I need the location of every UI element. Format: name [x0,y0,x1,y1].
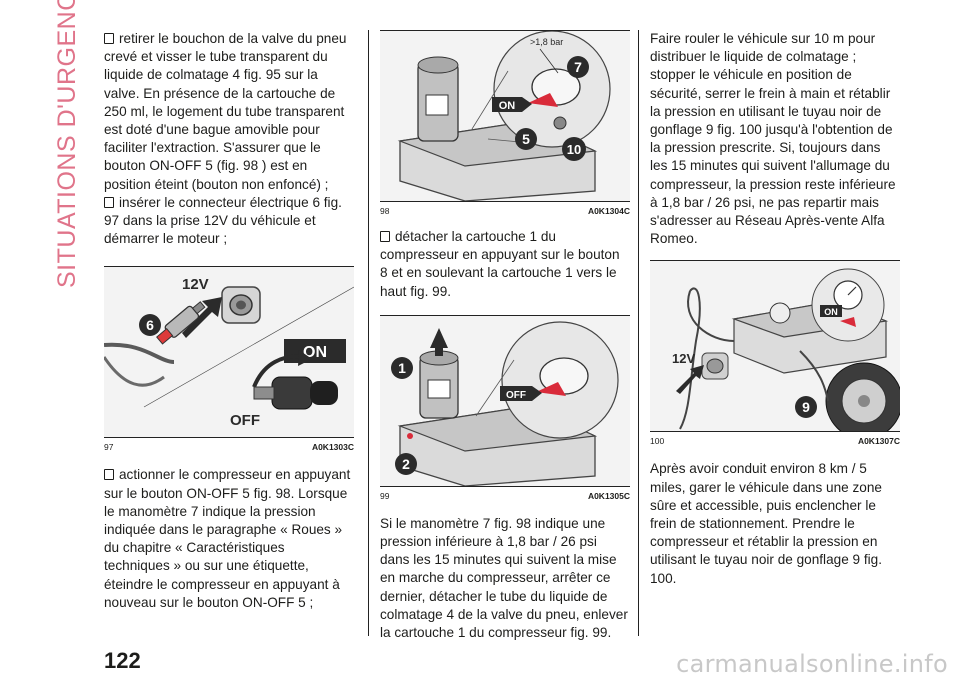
fig97-callout-6: 6 [146,317,154,333]
figure-98-caption: 98 A0K1304C [380,206,630,216]
fig98-callout-10: 10 [567,142,581,157]
fig99-callout-1: 1 [398,360,406,376]
paragraph-text: Après avoir conduit environ 8 km / 5 mil… [650,461,883,586]
column-3: Faire rouler le véhicule sur 10 m pour d… [650,30,900,588]
figure-code: A0K1307C [857,436,900,447]
figure-100-caption: 100 A0K1307C [650,436,900,446]
checkbox-bullet-icon [104,469,114,481]
fig100-voltage-label: 12V [672,351,695,366]
fig99-callout-2: 2 [402,456,410,472]
figure-number: 98 [380,206,390,216]
figure-number: 100 [650,436,665,447]
paragraph: détacher la cartouche 1 du compresseur e… [380,228,630,301]
figure-100-image: ON 12V 9 [650,260,900,433]
fig98-pressure-label: >1,8 bar [530,37,563,47]
checkbox-bullet-icon [380,231,390,242]
fig98-callout-5: 5 [522,131,530,147]
figure-code: A0K1304C [587,206,630,216]
figure-code: A0K1303C [311,442,354,453]
fig100-on-label: ON [824,307,838,317]
paragraph-text: actionner le compresseur en appuyant sur… [104,467,351,610]
paragraph-text: Si le manomètre 7 fig. 98 indique une pr… [380,515,628,641]
figure-99-caption: 99 A0K1305C [380,491,630,501]
column-2: >1,8 bar ON 7 5 10 98 A0K1304C détacher … [380,30,630,642]
checkbox-bullet-icon [104,196,114,208]
figure-98-image: >1,8 bar ON 7 5 10 [380,30,630,202]
paragraph: Faire rouler le véhicule sur 10 m pour d… [650,30,900,248]
paragraph-text: détacher la cartouche 1 du compresseur e… [380,229,620,299]
paragraph: Après avoir conduit environ 8 km / 5 mil… [650,460,900,587]
checkbox-bullet-icon [104,33,114,44]
column-divider-1 [368,30,369,636]
fig100-callout-9: 9 [802,399,810,415]
figure-code: A0K1305C [587,490,630,501]
fig97-on-label: ON [303,344,327,361]
page-number: 122 [104,648,141,673]
fig98-callout-7: 7 [574,59,582,75]
paragraph: Si le manomètre 7 fig. 98 indique une pr… [380,515,630,642]
figure-number: 99 [380,490,390,501]
fig97-off-label: OFF [230,412,260,429]
paragraph: actionner le compresseur en appuyant sur… [104,466,354,612]
figure-97-caption: 97 A0K1303C [104,442,354,452]
paragraph: retirer le bouchon de la valve du pneu c… [104,30,354,194]
column-divider-2 [638,30,639,636]
figure-number: 97 [104,442,114,453]
figure-99-image: OFF 1 2 [380,314,630,487]
paragraph-text: retirer le bouchon de la valve du pneu c… [104,31,347,192]
paragraph-text: insérer le connecteur électrique 6 fig. … [104,194,342,247]
fig97-voltage-label: 12V [182,276,209,293]
figure-97-image: 12V 6 ON OFF [104,266,354,439]
fig98-on-label: ON [499,100,516,112]
fig99-off-label: OFF [506,390,526,401]
paragraph-text: Faire rouler le véhicule sur 10 m pour d… [650,31,896,247]
watermark: carmanualsonline.info [676,650,948,678]
section-title: SITUATIONS D'URGENCE [53,0,81,288]
paragraph: insérer le connecteur électrique 6 fig. … [104,194,354,249]
column-1: retirer le bouchon de la valve du pneu c… [104,30,354,612]
